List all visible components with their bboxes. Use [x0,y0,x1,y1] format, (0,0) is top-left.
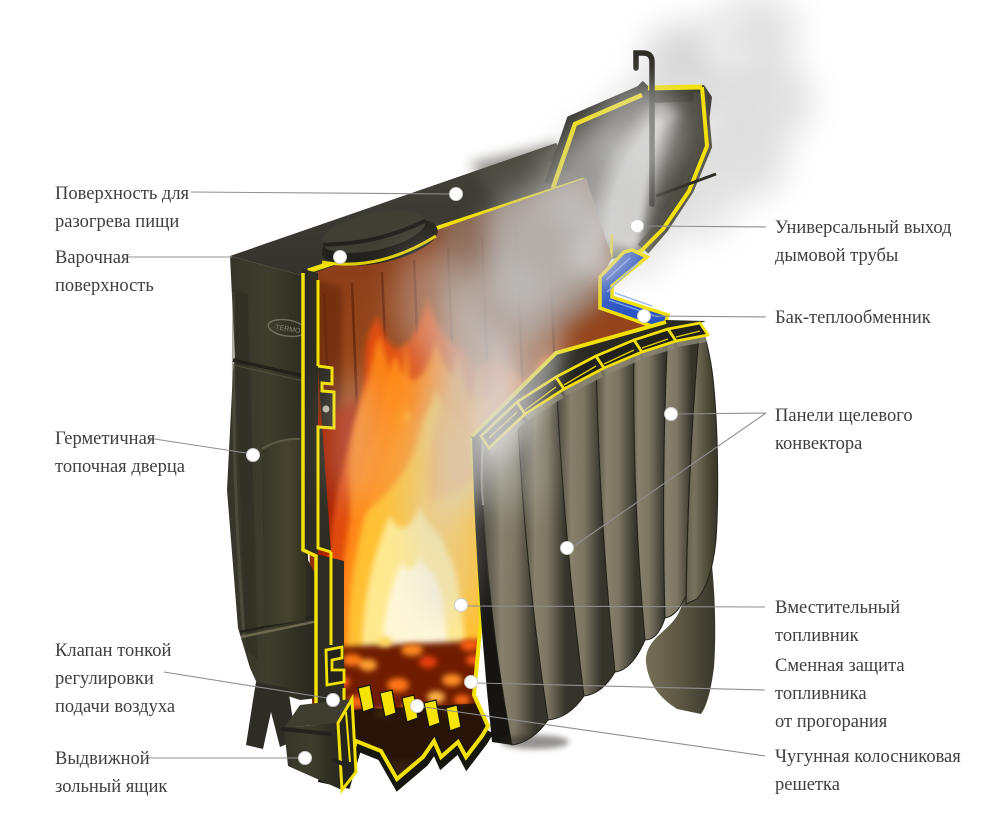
svg-text:Чугунная колосниковая: Чугунная колосниковая [775,747,961,767]
svg-text:Герметичная: Герметичная [55,429,156,449]
svg-text:топливника: топливника [775,684,867,704]
svg-text:от прогорания: от прогорания [775,712,888,732]
svg-text:Вместительный: Вместительный [775,598,900,618]
svg-text:поверхность: поверхность [55,276,154,296]
svg-text:Выдвижной: Выдвижной [55,749,150,769]
svg-text:Варочная: Варочная [55,248,130,268]
svg-text:регулировки: регулировки [55,669,154,689]
svg-text:конвектора: конвектора [775,434,862,454]
svg-text:разогрева пищи: разогрева пищи [55,212,179,232]
svg-text:зольный ящик: зольный ящик [55,777,167,797]
svg-text:решетка: решетка [775,775,840,795]
svg-text:Клапан тонкой: Клапан тонкой [55,641,171,661]
svg-text:топочная дверца: топочная дверца [55,457,185,477]
svg-text:Универсальный выход: Универсальный выход [775,218,952,238]
svg-text:Сменная защита: Сменная защита [775,656,905,676]
svg-text:топливник: топливник [775,626,859,646]
svg-text:Панели щелевого: Панели щелевого [775,406,913,426]
svg-text:·TERMO: ·TERMO [272,324,301,335]
svg-text:дымовой трубы: дымовой трубы [775,246,898,266]
svg-text:Поверхность для: Поверхность для [55,184,190,204]
svg-text:Бак-теплообменник: Бак-теплообменник [775,308,931,328]
svg-text:подачи воздуха: подачи воздуха [55,697,175,717]
